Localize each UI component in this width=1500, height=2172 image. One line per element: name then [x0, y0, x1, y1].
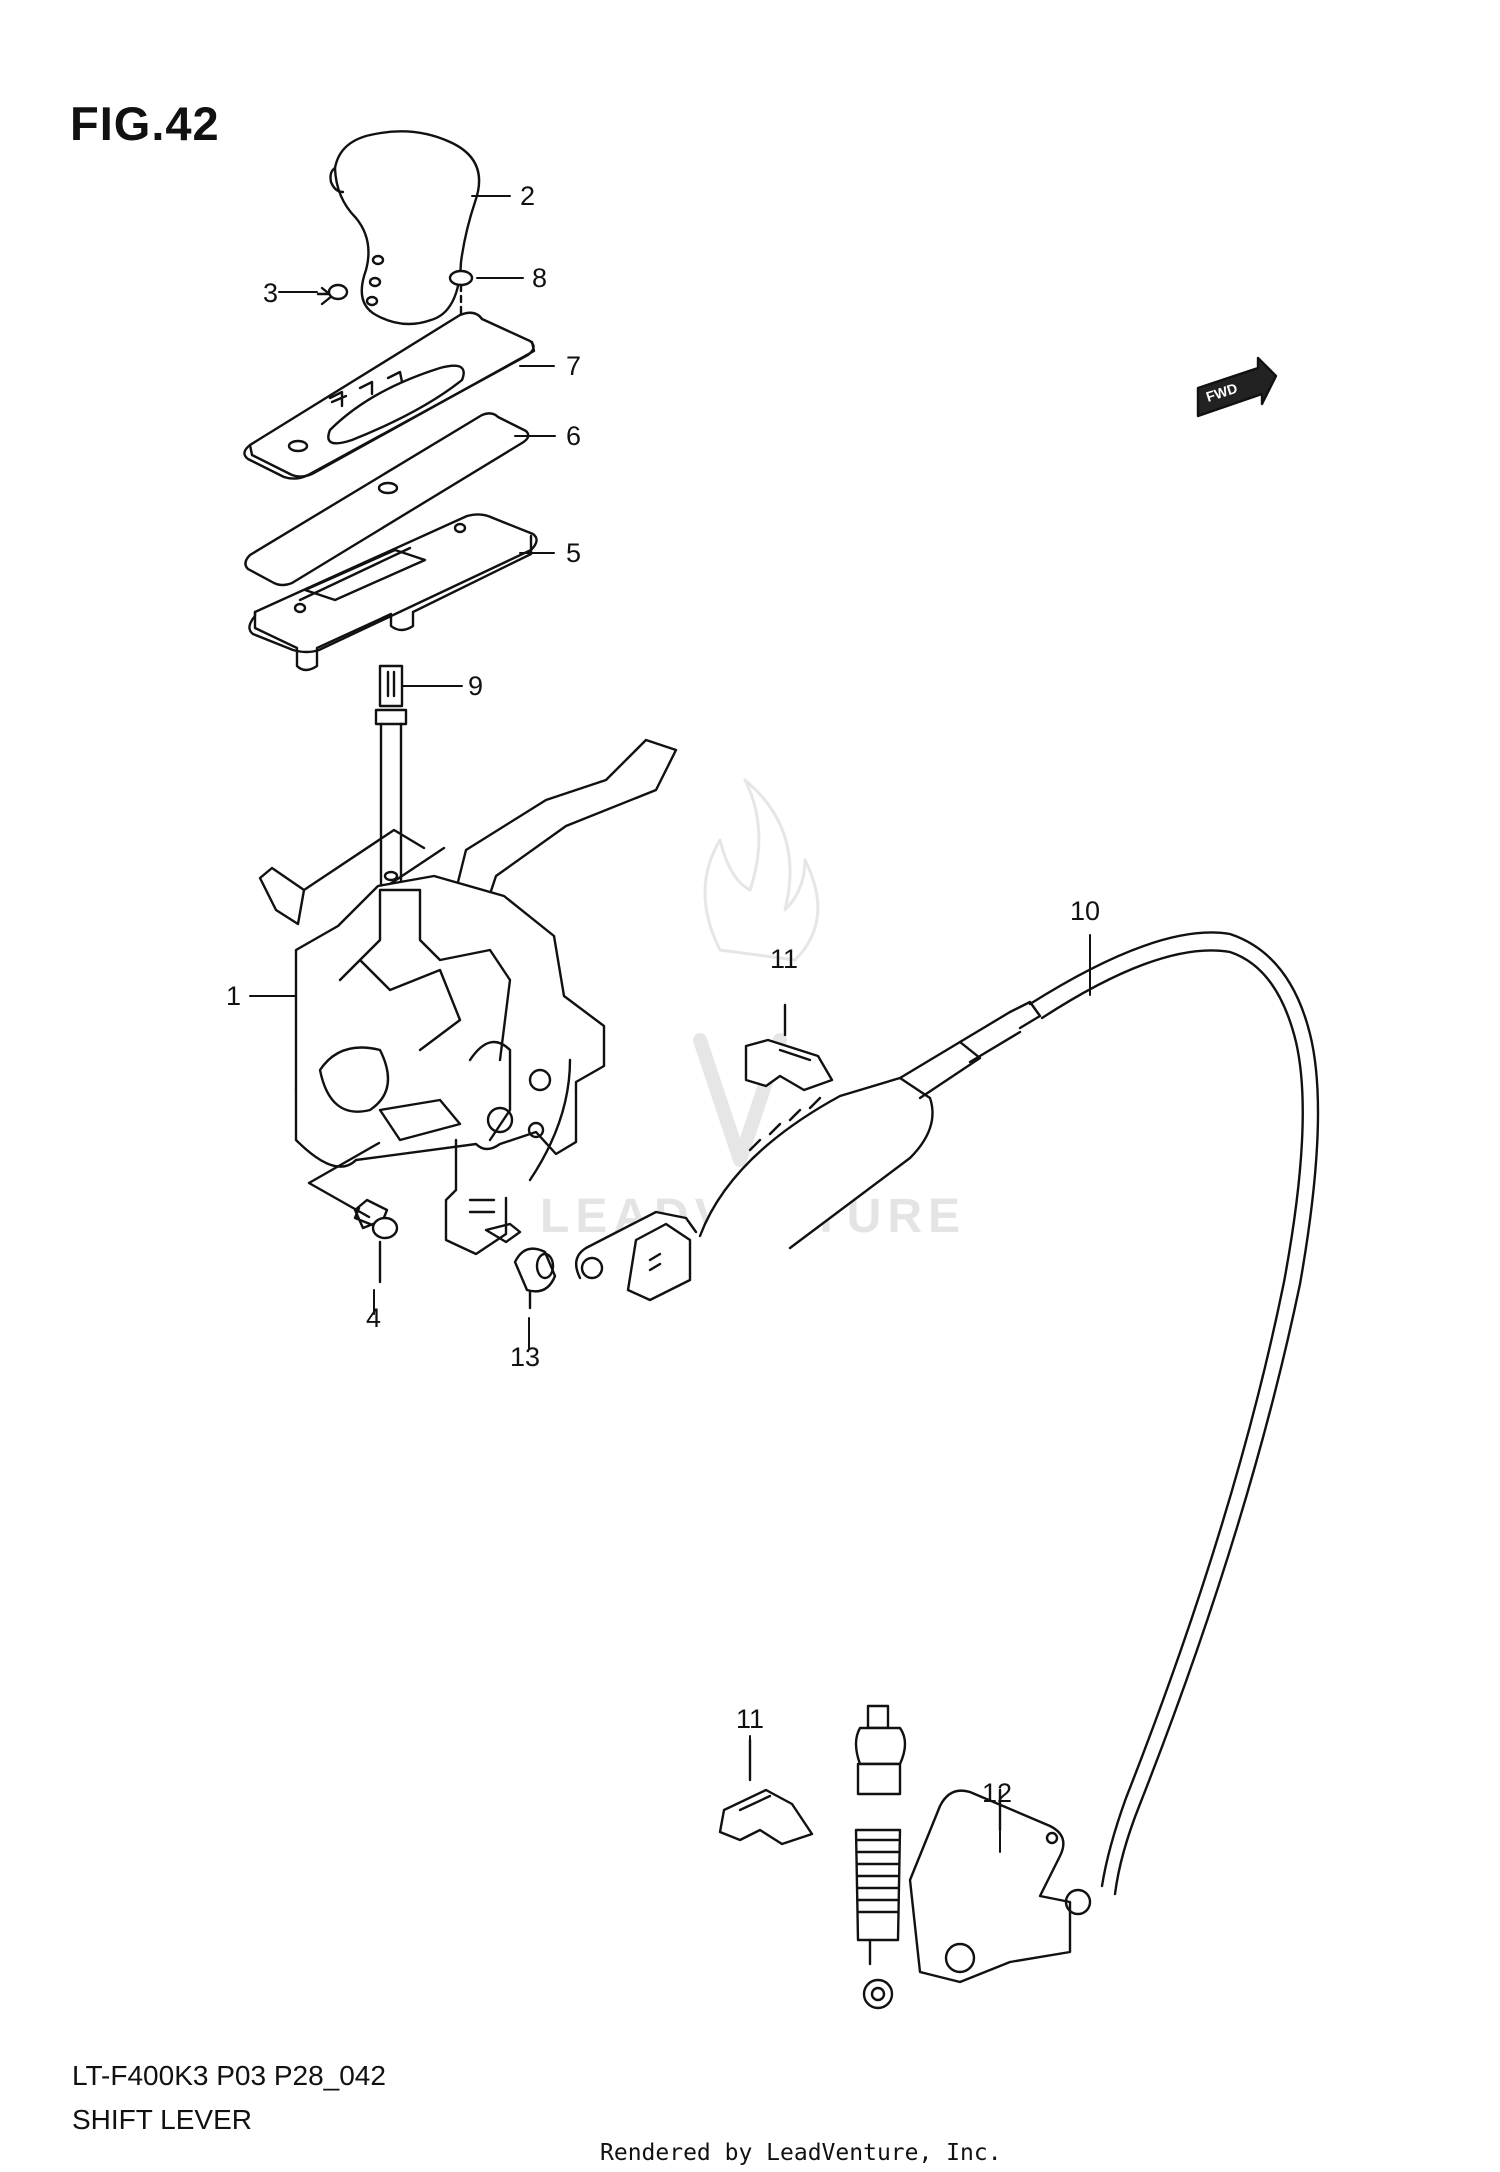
part-knob — [329, 130, 481, 326]
callout-13: 13 — [510, 1342, 540, 1372]
callout-11-bottom: 11 — [736, 1704, 764, 1734]
part-bushing — [513, 1247, 557, 1310]
figure-name: SHIFT LEVER — [72, 2104, 252, 2135]
callout-7: 7 — [566, 351, 581, 381]
callout-10: 10 — [1070, 896, 1100, 926]
callout-11-top: 11 — [770, 944, 798, 974]
callout-5: 5 — [566, 538, 581, 568]
part-clip-top — [744, 1003, 834, 1092]
part-clip-bottom — [718, 1738, 814, 1846]
callout-9: 9 — [468, 671, 483, 701]
callout-1: 1 — [226, 981, 241, 1011]
part-guide-plate — [248, 513, 538, 672]
part-screw-3 — [316, 283, 349, 306]
callout-4: 4 — [366, 1303, 381, 1333]
part-gasket — [244, 412, 530, 587]
part-shift-cable — [574, 931, 1320, 2010]
leader-lines — [249, 195, 1091, 1853]
callout-labels: 2 3 8 7 6 5 9 1 10 11 4 13 11 12 — [226, 181, 1100, 1808]
part-cover-plate — [243, 311, 536, 480]
callout-3: 3 — [263, 278, 278, 308]
callout-6: 6 — [566, 421, 581, 451]
callout-8: 8 — [532, 263, 547, 293]
part-screw-4 — [307, 1141, 399, 1284]
model-code: LT-F400K3 P03 P28_042 — [72, 2060, 386, 2091]
callout-2: 2 — [520, 181, 535, 211]
part-bracket — [908, 1788, 1092, 1984]
part-shift-shaft — [374, 664, 408, 976]
fwd-badge: FWD — [1196, 356, 1278, 418]
callout-12: 12 — [982, 1778, 1012, 1808]
figure-title: FIG.42 — [70, 97, 220, 150]
credit-line: Rendered by LeadVenture, Inc. — [600, 2140, 1002, 2166]
part-shift-lever-assembly — [258, 738, 678, 1256]
